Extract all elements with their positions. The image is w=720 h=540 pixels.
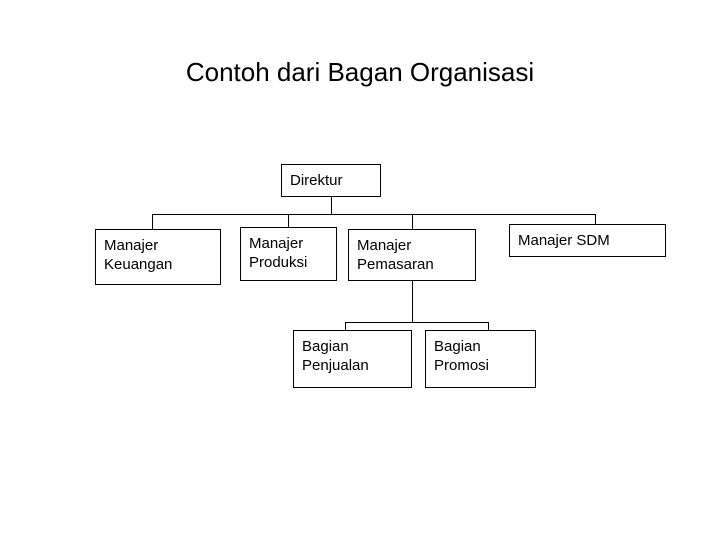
- org-node-bagian-promosi[interactable]: Bagian Promosi: [425, 330, 536, 388]
- org-node-bagian-penjualan[interactable]: Bagian Penjualan: [293, 330, 412, 388]
- connector-bus-to-keuangan: [152, 214, 153, 230]
- connector-direktur-to-bus: [331, 196, 332, 215]
- connector-pemasaran-to-bus: [412, 281, 413, 323]
- connector-bus-to-promosi: [488, 322, 489, 331]
- connector-bus-to-sdm: [595, 214, 596, 225]
- connector-bus-to-penjualan: [345, 322, 346, 331]
- page-title: Contoh dari Bagan Organisasi: [185, 57, 535, 87]
- connector-bus-to-produksi: [288, 214, 289, 228]
- org-node-direktur[interactable]: Direktur: [281, 164, 381, 197]
- connector-bus-to-pemasaran: [412, 214, 413, 230]
- org-node-manajer-keuangan[interactable]: Manajer Keuangan: [95, 229, 221, 285]
- org-node-manajer-pemasaran[interactable]: Manajer Pemasaran: [348, 229, 476, 281]
- org-node-manajer-sdm[interactable]: Manajer SDM: [509, 224, 666, 257]
- connector-bus-level3: [345, 322, 488, 323]
- connector-bus-level2: [152, 214, 596, 215]
- org-node-manajer-produksi[interactable]: Manajer Produksi: [240, 227, 337, 281]
